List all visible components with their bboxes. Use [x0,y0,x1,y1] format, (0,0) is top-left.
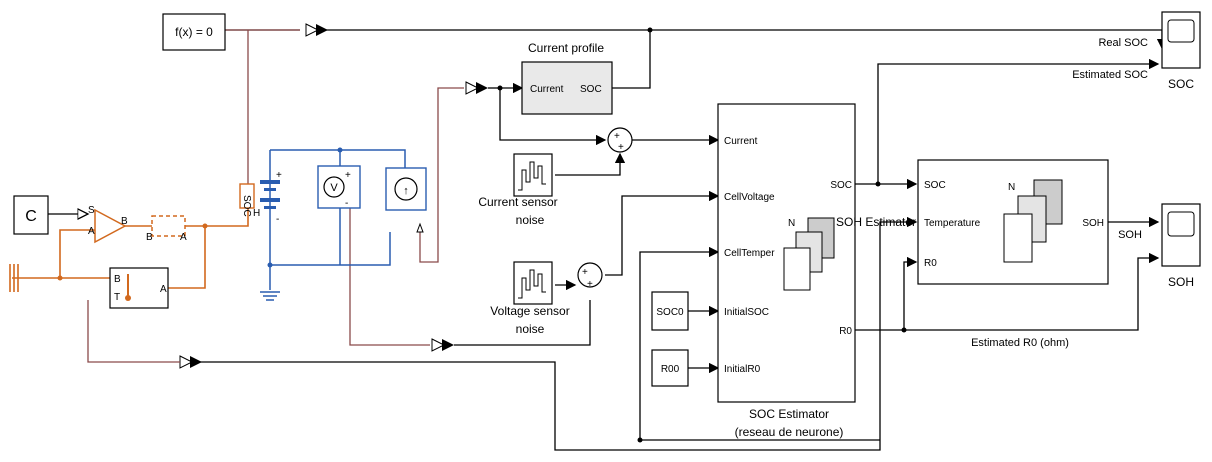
current-source-block[interactable]: ↑ [385,167,427,211]
voltmeter-glyph: V [330,182,338,194]
soh-signal-label: SOH [1118,229,1142,241]
r00-block[interactable]: R00 [651,349,689,387]
controlled-heat-source[interactable]: S A B [88,205,128,244]
solver-config-label: f(x) = 0 [175,25,213,39]
sum-sign: + [618,142,624,153]
r00-label: R00 [661,364,680,375]
soh-scope-label: SOH [1168,275,1194,289]
port-b: B [114,274,121,285]
electrical-lines [260,147,406,301]
port-t: T [114,292,120,303]
voltage-sum-block[interactable]: + + [577,262,603,290]
current-noise-block[interactable]: Current sensor noise [478,153,558,227]
soc-scope-label: SOC [1168,77,1194,91]
soc-est-in-celltemp: CellTemper [724,248,775,259]
vs-minus: - [345,198,348,209]
port-a: A [160,284,167,295]
current-sum-block[interactable]: + + [607,127,633,153]
soh-est-out-soh: SOH [1082,218,1104,229]
soc-est-in-initialsoc: InitialSOC [724,307,769,318]
battery-plus: + [276,170,282,181]
real-soc-label: Real SOC [1098,37,1148,49]
current-noise-label-2: noise [516,213,545,227]
solver-config-block[interactable]: f(x) = 0 [162,13,226,51]
voltage-noise-label-2: noise [516,322,545,336]
signal-lines [179,23,1168,451]
current-profile-out-port: SOC [580,84,602,95]
constant-block[interactable]: C [13,195,49,235]
mask-letter: N [1008,182,1015,193]
port-a: A [180,232,187,243]
current-profile-in-port: Current [530,84,564,95]
voltage-sensor-block[interactable]: V + - [317,165,361,209]
soc-estimator-block[interactable]: Current CellVoltage CellTemper InitialSO… [717,103,856,439]
soc0-label: SOC0 [656,307,684,318]
neural-net-icon: N [783,217,835,291]
current-source-glyph: ↑ [403,185,409,197]
sum-sign: + [587,279,593,290]
soh-scope[interactable]: SOH [1161,203,1201,289]
sum-sign: + [614,131,620,142]
soh-est-in-r0: R0 [924,258,937,269]
port-s: S [88,205,95,216]
temperature-sensor[interactable]: B T A [109,267,169,309]
soc-est-caption-1: SOC Estimator [749,407,829,421]
soh-est-in-soc: SOC [924,180,946,191]
sum-sign: + [582,267,588,278]
estimated-r0-label: Estimated R0 (ohm) [971,337,1069,349]
battery-cell-block[interactable]: SOC H + - [239,170,282,225]
port-b: B [121,216,128,227]
physical-lines [87,29,591,363]
estimated-soc-label: Estimated SOC [1072,69,1148,81]
soh-estimator-block[interactable]: SOC Temperature R0 SOH N SOH Estimator [836,159,1109,285]
battery-h-port: H [253,208,260,219]
soh-est-label: SOH Estimator [836,215,916,229]
thermal-lines [9,208,249,292]
vs-plus: + [345,170,351,181]
current-profile-block[interactable]: Current profile Current SOC [521,41,613,115]
mask-letter: N [788,218,795,229]
soc-est-out-soc: SOC [830,180,852,191]
voltage-noise-block[interactable]: Voltage sensor noise [490,261,570,336]
thermal-resistance[interactable]: B A [146,215,187,243]
battery-minus: - [276,214,279,225]
soc-est-in-initialr0: InitialR0 [724,364,761,375]
soc-est-caption-2: (reseau de neurone) [735,425,844,439]
current-noise-label-1: Current sensor [478,195,557,209]
soc-est-in-current: Current [724,136,758,147]
soc-scope[interactable]: SOC [1161,11,1201,91]
soc-est-in-cellvoltage: CellVoltage [724,192,775,203]
current-profile-title: Current profile [528,41,604,55]
port-b: B [146,232,153,243]
soc-est-out-r0: R0 [839,326,852,337]
voltage-noise-label-1: Voltage sensor [490,304,569,318]
neural-net-icon: N [1003,179,1063,263]
soc0-block[interactable]: SOC0 [651,291,689,331]
soh-est-in-temperature: Temperature [924,218,981,229]
constant-label: C [25,208,37,225]
battery-soc-port: SOC [241,195,252,217]
port-a: A [88,226,95,237]
